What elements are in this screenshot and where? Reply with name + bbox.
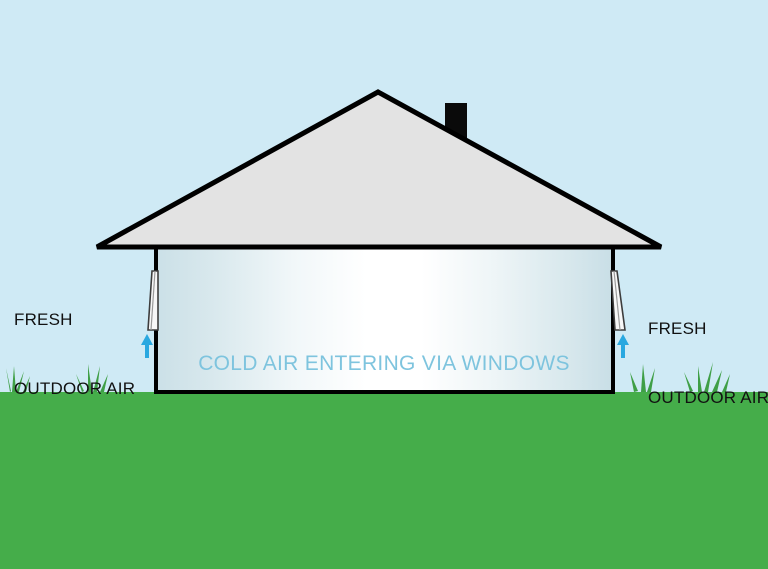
right-open-window	[610, 270, 626, 331]
right-airflow-arrow	[617, 334, 629, 358]
grass-tufts-right	[630, 362, 730, 392]
left-airflow-arrow	[141, 334, 153, 358]
house-wall	[154, 245, 615, 394]
grass-ground	[0, 392, 768, 569]
left-open-window	[147, 270, 159, 331]
house-roof	[95, 89, 663, 250]
grass-tufts-left	[6, 364, 108, 392]
